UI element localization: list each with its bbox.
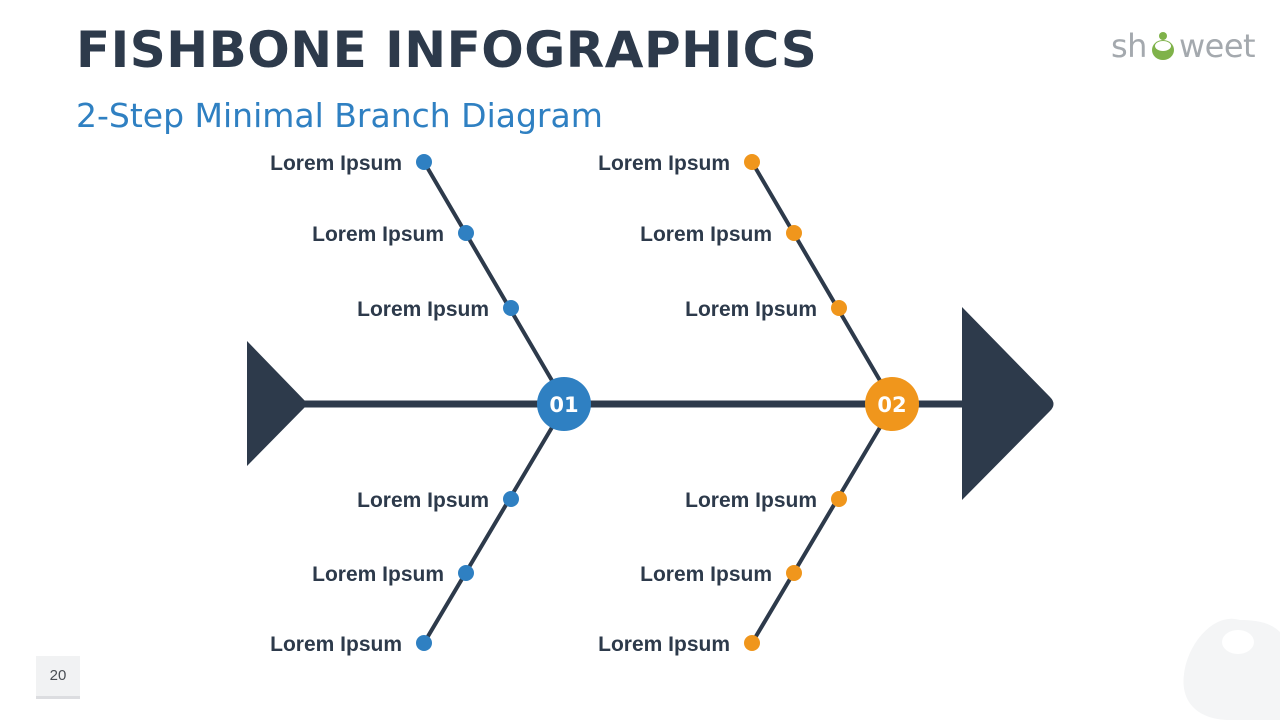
step-badge (537, 377, 591, 431)
page-subtitle: 2-Step Minimal Branch Diagram (76, 96, 603, 135)
cause-label: Lorem Ipsum (640, 223, 772, 246)
branch-node (786, 565, 802, 581)
branch-node (416, 635, 432, 651)
branch-node (786, 225, 802, 241)
cause-label: Lorem Ipsum (598, 152, 730, 175)
branch-bottom-2 (750, 422, 884, 645)
brand-logo: sh weet (1111, 26, 1256, 66)
branch-node (831, 300, 847, 316)
cause-label: Lorem Ipsum (270, 152, 402, 175)
branch-node (416, 154, 432, 170)
branch-node (503, 491, 519, 507)
fish-tail (247, 341, 308, 466)
showeet-drop-icon (1151, 32, 1174, 60)
step-number: 02 (877, 393, 906, 417)
cause-label: Lorem Ipsum (685, 489, 817, 512)
cause-label: Lorem Ipsum (598, 633, 730, 656)
branch-top-1 (422, 160, 556, 386)
cause-label: Lorem Ipsum (312, 563, 444, 586)
branch-node (458, 225, 474, 241)
branch-node (744, 154, 760, 170)
fish-head (962, 307, 1054, 500)
branch-node (831, 491, 847, 507)
step-number: 01 (549, 393, 578, 417)
cause-label: Lorem Ipsum (357, 298, 489, 321)
cause-label: Lorem Ipsum (640, 563, 772, 586)
watermark-drop-icon (1183, 618, 1280, 720)
cause-label: Lorem Ipsum (685, 298, 817, 321)
cause-label: Lorem Ipsum (270, 633, 402, 656)
branch-bottom-1 (422, 422, 556, 645)
page-number: 20 (36, 656, 80, 699)
branch-top-2 (750, 160, 884, 386)
brand-text-end: weet (1178, 27, 1256, 65)
cause-label: Lorem Ipsum (312, 223, 444, 246)
page-title: FISHBONE INFOGRAPHICS (76, 21, 818, 79)
branch-node (503, 300, 519, 316)
step-badge (865, 377, 919, 431)
branch-node (458, 565, 474, 581)
brand-text-start: sh (1111, 27, 1147, 65)
cause-label: Lorem Ipsum (357, 489, 489, 512)
branch-node (744, 635, 760, 651)
